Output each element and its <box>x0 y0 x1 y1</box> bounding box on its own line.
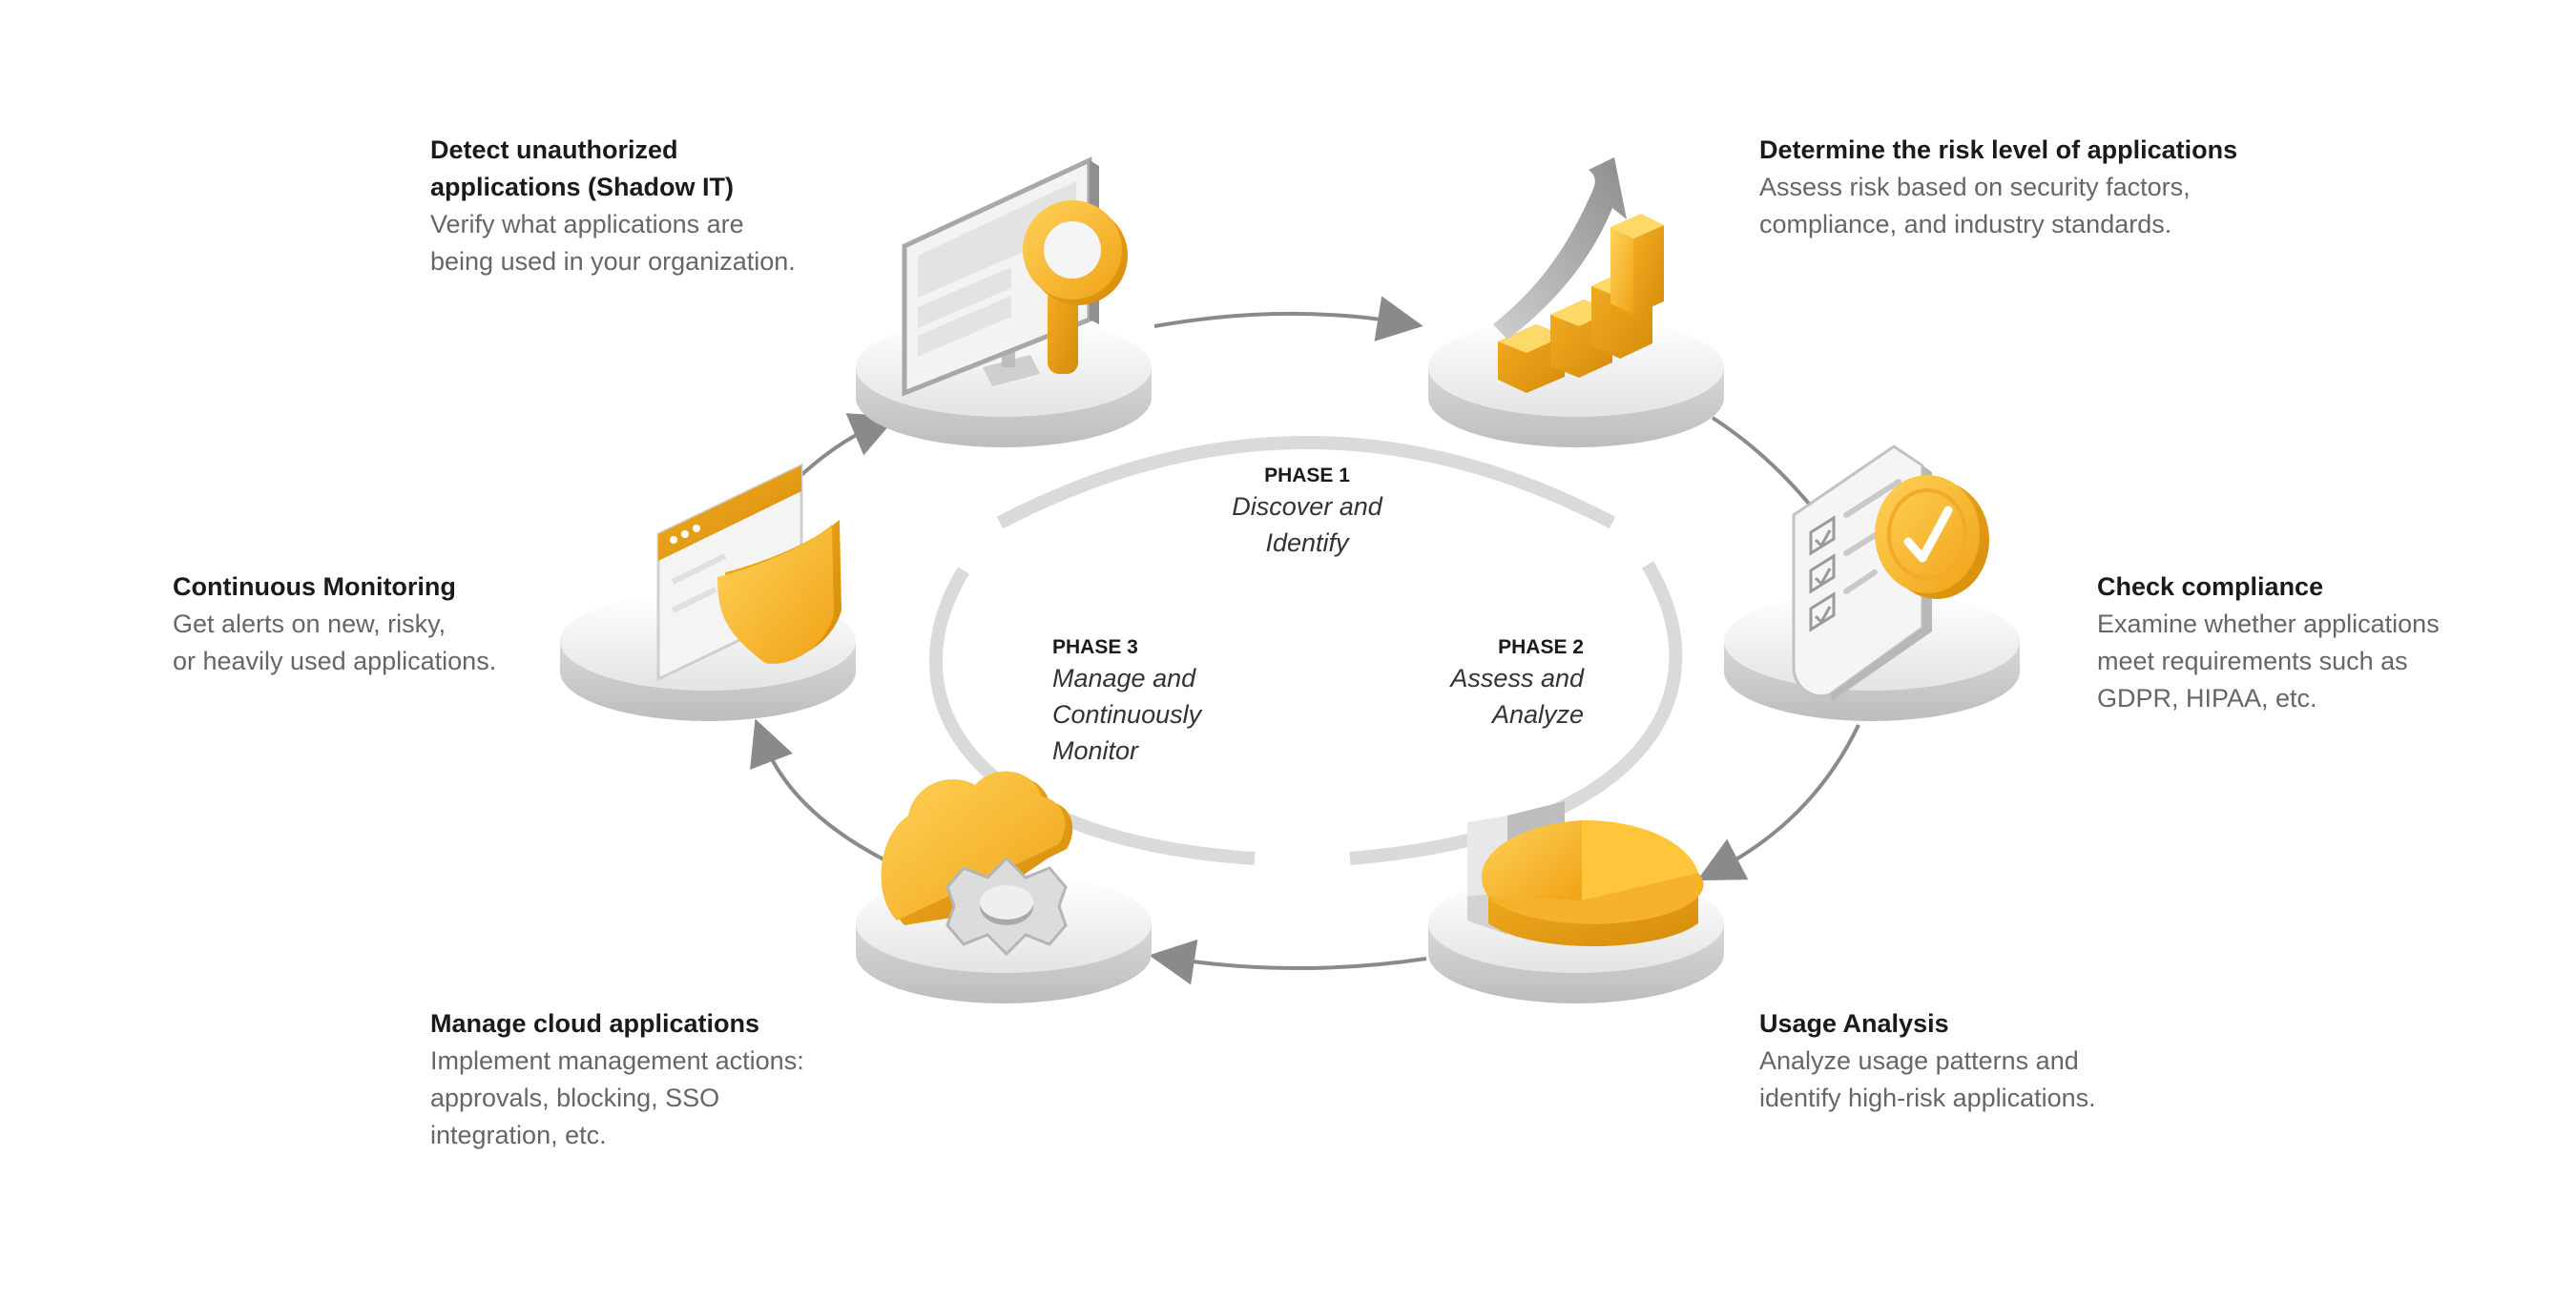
step-2-title-line-1: Determine the risk level of applications <box>1759 135 2238 164</box>
step-5-desc-line-3: integration, etc. <box>430 1121 607 1150</box>
browser-shield-icon <box>656 463 841 682</box>
step-4-desc-line-2: identify high-risk applications. <box>1759 1084 2096 1113</box>
step-3-desc-line-2: meet requirements such as <box>2097 647 2408 676</box>
step-2-desc-line-2: compliance, and industry standards. <box>1759 210 2172 239</box>
bar-chart-arrow-icon <box>1493 157 1664 393</box>
inner-ring-arc-right <box>1349 561 1683 865</box>
step-1-title-line-1: Detect unauthorized <box>430 135 678 164</box>
step-3-desc-line-3: GDPR, HIPAA, etc. <box>2097 684 2317 713</box>
arrow-step3-to-step4 <box>1696 724 1860 881</box>
phase-2-name: PHASE 2 <box>1498 636 1584 658</box>
inner-ring-arc-left <box>928 567 1256 865</box>
arrow-step6-to-step1 <box>800 413 898 477</box>
step-5-desc-line-1: Implement management actions: <box>430 1046 804 1076</box>
step-1-text: Detect unauthorized applications (Shadow… <box>430 132 926 281</box>
phase-3-name: PHASE 3 <box>1052 636 1138 658</box>
arrow-step4-to-step5 <box>1149 939 1427 985</box>
cloud-gear-icon <box>881 771 1073 957</box>
step-6-desc-line-1: Get alerts on new, risky, <box>173 610 447 639</box>
step-6-title-line-1: Continuous Monitoring <box>173 572 456 601</box>
phase-2-desc-line-2: Analyze <box>1491 700 1584 730</box>
step-1-desc-line-2: being used in your organization. <box>430 247 796 277</box>
step-3-title-line-1: Check compliance <box>2097 572 2324 601</box>
arrow-step5-to-step6 <box>750 718 886 862</box>
inner-ring-arc-top <box>996 436 1616 529</box>
checklist-icon <box>1792 444 1989 701</box>
step-4-text: Usage Analysis Analyze usage patterns an… <box>1759 1005 2255 1117</box>
pie-chart-icon <box>1467 801 1704 947</box>
phase-3-label: PHASE 3 Manage and Continuously Monitor <box>1052 633 1281 770</box>
phase-1-name: PHASE 1 <box>1264 465 1350 486</box>
step-1-title-line-2: applications (Shadow IT) <box>430 173 735 202</box>
phase-1-label: PHASE 1 Discover and Identify <box>1188 462 1426 562</box>
step-6-desc-line-2: or heavily used applications. <box>173 647 497 676</box>
step-6-text: Continuous Monitoring Get alerts on new,… <box>173 568 592 680</box>
phase-3-desc-line-1: Manage and <box>1052 664 1196 693</box>
phase-2-desc-line-1: Assess and <box>1450 664 1584 693</box>
step-2-desc-line-1: Assess risk based on security factors, <box>1759 173 2191 202</box>
step-3-text: Check compliance Examine whether applica… <box>2097 568 2536 718</box>
phase-3-desc-line-3: Monitor <box>1052 735 1139 765</box>
phase-3-desc-line-2: Continuously <box>1052 700 1202 730</box>
step-4-title-line-1: Usage Analysis <box>1759 1009 1949 1038</box>
phase-2-label: PHASE 2 Assess and Analyze <box>1374 633 1584 734</box>
step-5-desc-line-2: approvals, blocking, SSO <box>430 1084 720 1113</box>
phase-1-desc: Discover and Identify <box>1232 492 1382 558</box>
inner-ring <box>928 436 1683 865</box>
step-3-desc-line-1: Examine whether applications <box>2097 610 2440 639</box>
arrow-step1-to-step2 <box>1153 296 1423 341</box>
cycle-arrows <box>750 296 1860 985</box>
monitor-magnifier-icon <box>902 156 1128 397</box>
step-4-desc-line-1: Analyze usage patterns and <box>1759 1046 2079 1076</box>
step-1-desc-line-1: Verify what applications are <box>430 210 744 239</box>
step-5-title-line-1: Manage cloud applications <box>430 1009 760 1038</box>
step-2-text: Determine the risk level of applications… <box>1759 132 2370 243</box>
step-5-text: Manage cloud applications Implement mana… <box>430 1005 926 1155</box>
